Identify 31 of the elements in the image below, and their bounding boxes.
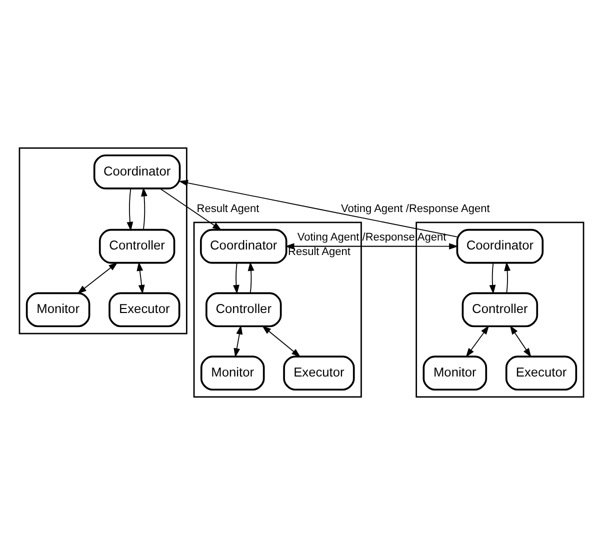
arrow — [466, 324, 490, 357]
arrow — [77, 262, 118, 294]
node-box: Coordinator — [200, 228, 288, 264]
edge-label: Voting Agent /Response Agent — [297, 230, 446, 243]
arrow — [178, 179, 458, 237]
arrow — [233, 262, 240, 294]
node-box: Monitor — [200, 355, 265, 390]
node-box: Controller — [462, 292, 538, 327]
edge-label: Result Agent — [288, 246, 350, 258]
arrow — [136, 261, 145, 294]
node-box: Executor — [108, 292, 180, 327]
arrow — [262, 325, 301, 357]
arrow — [160, 188, 222, 230]
node-box: Monitor — [26, 292, 90, 327]
node-box: Coordinator — [93, 154, 181, 189]
node-box: Monitor — [422, 355, 488, 390]
arrow — [126, 188, 134, 231]
arrow — [248, 261, 254, 293]
node-box: Executor — [505, 355, 578, 390]
node-box: Coordinator — [456, 228, 544, 264]
cluster — [416, 221, 584, 398]
arrow — [234, 324, 243, 358]
edge-label: Voting Agent /Response Agent — [340, 202, 490, 214]
node-box: Executor — [283, 355, 355, 390]
arrow — [141, 186, 148, 230]
node-box: Controller — [98, 228, 176, 264]
arrow — [510, 324, 532, 357]
arrow — [504, 261, 511, 293]
node-box: Controller — [206, 292, 282, 327]
edge-label: Result Agent — [196, 202, 260, 214]
arrow — [489, 262, 496, 294]
